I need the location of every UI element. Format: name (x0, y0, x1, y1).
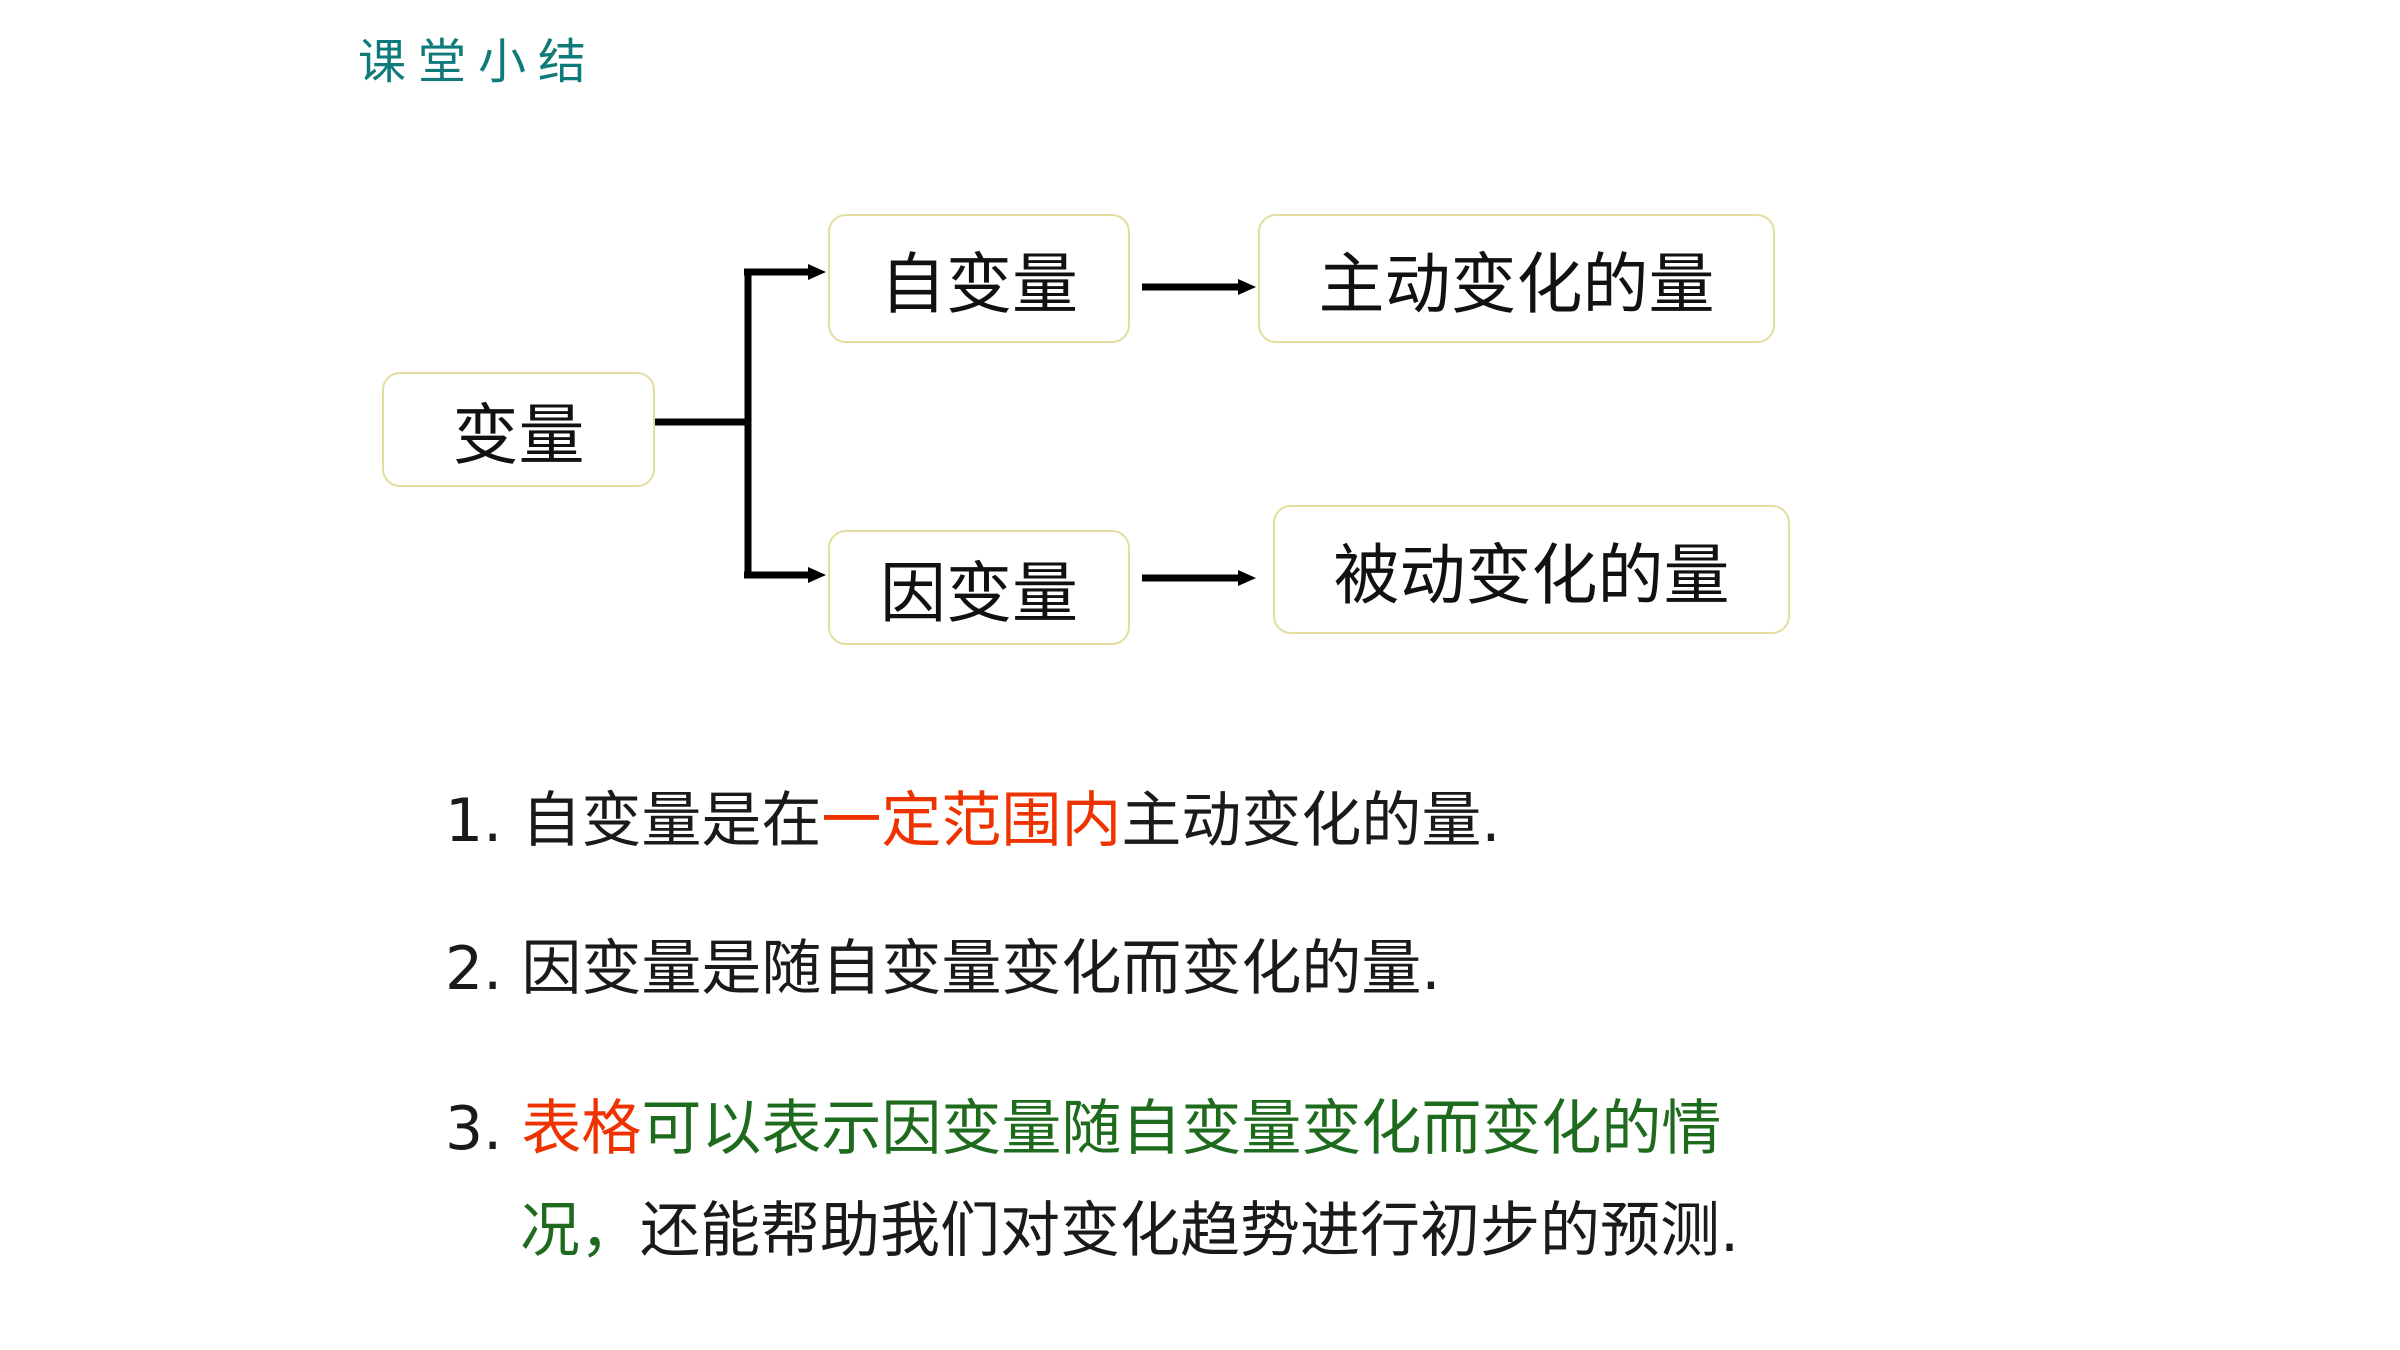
arrowhead-bottom (808, 567, 826, 583)
item-3-highlight: 表格 (521, 1094, 642, 1164)
summary-item-1: 1. 自变量是在一定范围内主动变化的量. (445, 772, 1500, 859)
item-1-text-end: 主动变化的量. (1121, 786, 1501, 856)
arrowhead-top (808, 264, 826, 280)
item-2-text: 因变量是随自变量变化而变化的量. (521, 934, 1441, 1004)
item-3-line-2a: 况， (520, 1196, 640, 1266)
item-2-number: 2. (445, 934, 503, 1004)
arrowhead-independent (1238, 279, 1256, 295)
summary-item-3: 3. 表格可以表示因变量随自变量变化而变化的情 (445, 1080, 1721, 1167)
item-1-text-start: 自变量是在 (521, 786, 822, 856)
arrowhead-dependent (1238, 570, 1256, 586)
independent-description-box: 主动变化的量 (1258, 214, 1775, 343)
summary-item-2: 2. 因变量是随自变量变化而变化的量. (445, 920, 1440, 1007)
item-1-highlight: 一定范围内 (821, 786, 1122, 856)
variable-box: 变量 (382, 372, 655, 487)
dependent-variable-box: 因变量 (828, 530, 1130, 645)
summary-item-3-continued: 况，还能帮助我们对变化趋势进行初步的预测. (520, 1182, 1739, 1269)
item-3-number: 3. (445, 1094, 503, 1164)
item-3-line-1: 可以表示因变量随自变量变化而变化的情 (641, 1094, 1722, 1164)
item-3-line-2b: 还能帮助我们对变化趋势进行初步的预测. (640, 1196, 1740, 1266)
dependent-description-box: 被动变化的量 (1273, 505, 1790, 634)
section-title: 课堂小结 (358, 34, 599, 90)
item-1-number: 1. (445, 786, 503, 856)
independent-variable-box: 自变量 (828, 214, 1130, 343)
